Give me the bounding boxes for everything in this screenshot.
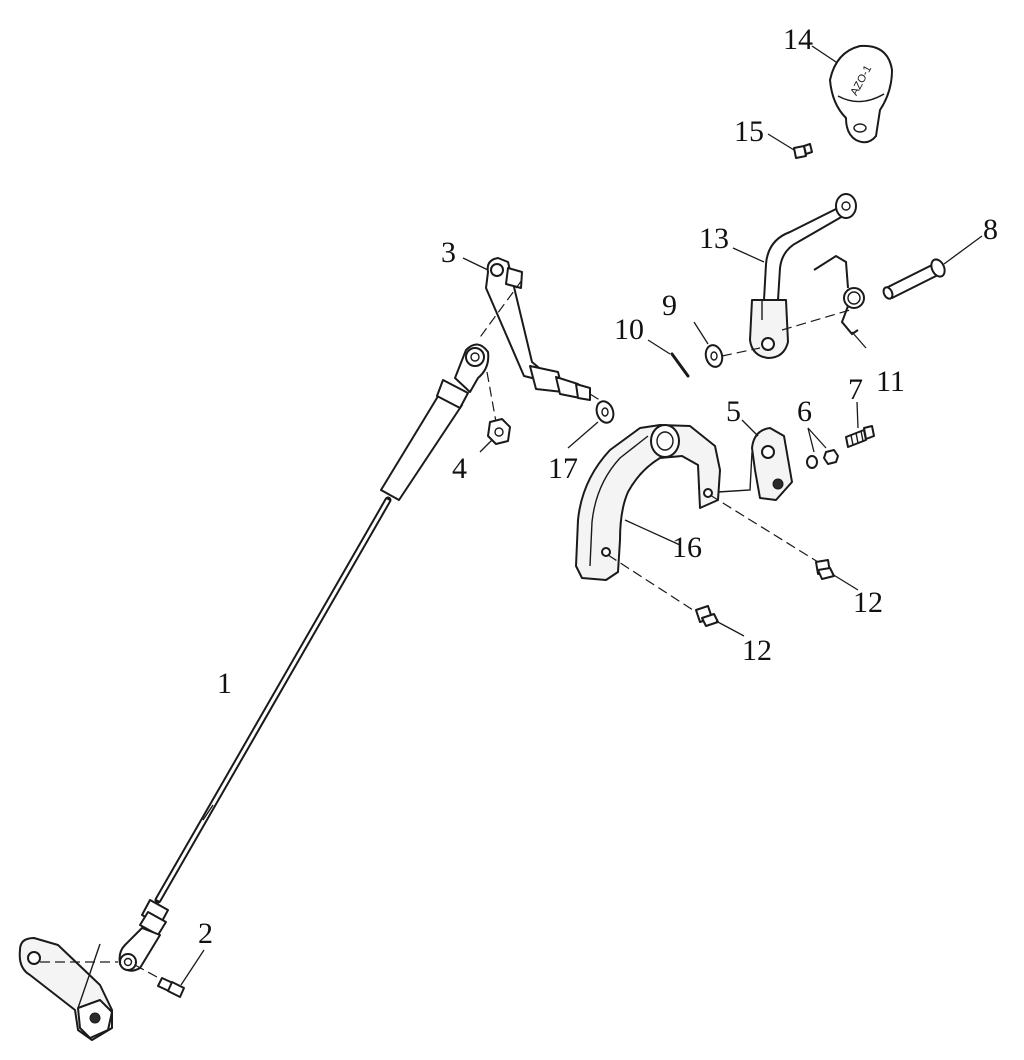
- callout-16: 16: [672, 531, 702, 564]
- callout-2: 2: [198, 917, 213, 950]
- callout-12-lower: 12: [742, 634, 772, 667]
- callout-11: 11: [876, 365, 905, 398]
- screw-part-7: [845, 401, 875, 448]
- screw-part-15: [767, 133, 813, 159]
- callout-5: 5: [726, 395, 741, 428]
- callout-1: 1: [217, 667, 232, 700]
- bolt-part-12-upper: [815, 559, 859, 591]
- control-rod-part-1: [118, 343, 490, 972]
- washer-part-17: [567, 400, 615, 449]
- lower-lever-bracket: [18, 937, 118, 1041]
- bolt-part-2: [134, 949, 205, 998]
- callout-13: 13: [699, 222, 729, 255]
- cotter-pin-part-10: [647, 339, 690, 378]
- bracket-part-16: [575, 424, 819, 613]
- callout-17: 17: [548, 452, 578, 485]
- nut-part-4: [479, 371, 511, 453]
- callout-14: 14: [783, 23, 813, 56]
- callout-15: 15: [734, 115, 764, 148]
- pin-part-8: [882, 235, 983, 300]
- callout-4: 4: [452, 452, 467, 485]
- knob-part-14: AZO-1: [811, 44, 893, 144]
- callout-6: 6: [797, 395, 812, 428]
- callout-3: 3: [441, 236, 456, 269]
- bolt-part-12-lower: [695, 605, 745, 637]
- callout-9: 9: [662, 289, 677, 322]
- nut-washer-part-6: [806, 427, 839, 469]
- shift-lever-part-13: [732, 193, 857, 359]
- callout-10: 10: [614, 313, 644, 346]
- arm-shaft-part-3: [462, 257, 607, 405]
- callout-7: 7: [848, 373, 863, 406]
- callout-12-upper: 12: [853, 586, 883, 619]
- spring-part-11: [813, 254, 867, 349]
- clevis-part-5: [717, 419, 793, 501]
- callout-8: 8: [983, 213, 998, 246]
- washer-part-9: [693, 321, 761, 368]
